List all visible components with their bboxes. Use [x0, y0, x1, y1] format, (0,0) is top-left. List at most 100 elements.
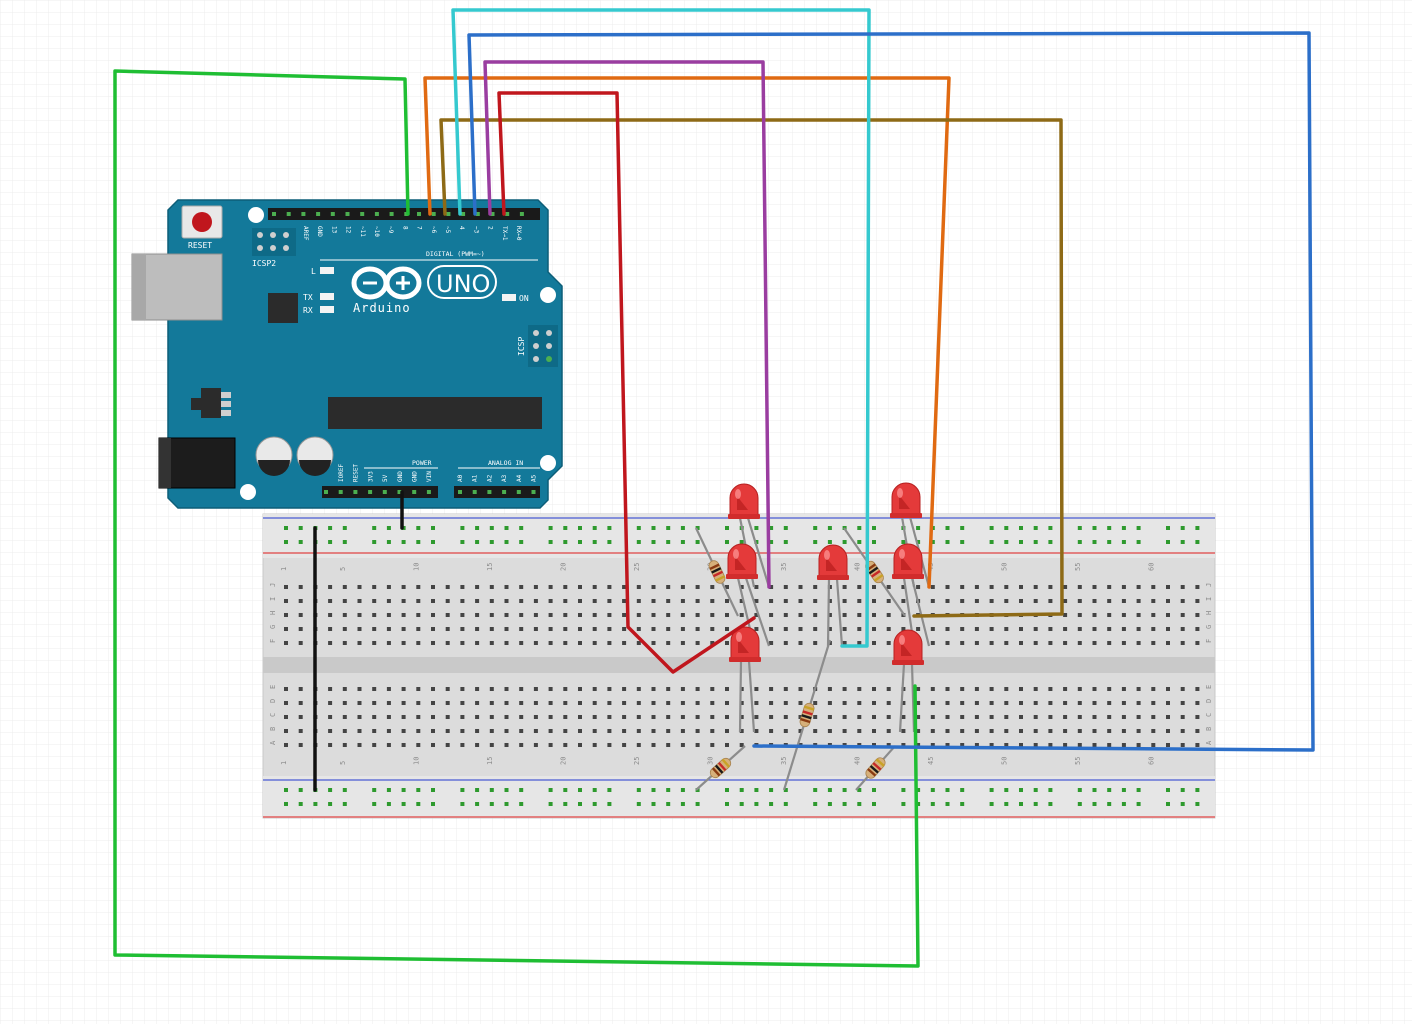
breadboard-hole	[769, 715, 774, 719]
breadboard-hole	[872, 743, 876, 747]
breadboard-hole	[431, 729, 435, 733]
breadboard-hole	[680, 715, 685, 719]
wire-purple[interactable]	[483, 60, 771, 589]
resistor[interactable]	[695, 745, 746, 791]
breadboard-hole	[622, 715, 627, 719]
header-pin[interactable]	[301, 212, 306, 216]
header-pin[interactable]	[461, 212, 466, 216]
wire-orange[interactable]	[423, 76, 951, 589]
breadboard-hole	[298, 715, 303, 719]
reset-button-cap[interactable]	[192, 212, 212, 232]
digital-label: DIGITAL (PWM=~)	[426, 250, 485, 258]
breadboard-hole	[945, 788, 950, 792]
wire-green[interactable]	[113, 69, 920, 968]
breadboard-hole	[725, 715, 729, 719]
header-pin[interactable]	[412, 490, 417, 494]
breadboard-hole	[401, 687, 406, 691]
wire-cyan[interactable]	[451, 8, 871, 648]
breadboard-hole	[813, 715, 818, 719]
breadboard-column-number: 20	[559, 563, 567, 571]
breadboard-hole	[386, 540, 391, 544]
header-pin[interactable]	[389, 212, 394, 216]
header-pin[interactable]	[316, 212, 321, 216]
breadboard-hole	[475, 599, 480, 603]
header-pin[interactable]	[353, 490, 358, 494]
breadboard-hole	[1180, 585, 1185, 589]
breadboard-hole	[651, 613, 656, 617]
header-pin[interactable]	[487, 490, 492, 494]
breadboard-column-number: 55	[1074, 563, 1082, 571]
breadboard-hole	[960, 715, 965, 719]
breadboard-hole	[901, 743, 906, 747]
breadboard-hole	[813, 788, 818, 792]
header-pin[interactable]	[368, 490, 373, 494]
header-pin[interactable]	[519, 212, 524, 216]
wire-red[interactable]	[497, 91, 756, 674]
icsp2-pin	[270, 245, 276, 251]
breadboard-hole	[475, 743, 480, 747]
header-pin[interactable]	[475, 212, 480, 216]
breadboard-hole	[386, 627, 391, 631]
header-pin[interactable]	[417, 212, 421, 216]
red-led[interactable]	[729, 626, 761, 733]
breadboard-hole	[342, 526, 347, 530]
breadboard-hole	[578, 599, 582, 603]
breadboard-hole	[1195, 715, 1200, 719]
header-pin[interactable]	[426, 490, 431, 494]
breadboard-hole	[827, 613, 832, 617]
red-led[interactable]	[892, 629, 924, 733]
header-pin[interactable]	[490, 212, 495, 216]
header-pin[interactable]	[431, 212, 436, 216]
header-pin[interactable]	[374, 212, 379, 216]
header-pin[interactable]	[286, 212, 291, 216]
header-pin[interactable]	[397, 490, 402, 494]
breadboard-hole	[533, 743, 538, 747]
red-led[interactable]	[817, 544, 849, 647]
resistor[interactable]	[695, 527, 739, 617]
wire-blue[interactable]	[467, 31, 1315, 752]
header-pin[interactable]	[472, 490, 477, 494]
breadboard-hole	[298, 627, 303, 631]
header-pin[interactable]	[531, 490, 536, 494]
header-pin[interactable]	[360, 212, 365, 216]
breadboard-hole	[989, 641, 994, 645]
header-pin[interactable]	[516, 490, 521, 494]
breadboard-hole	[974, 701, 979, 705]
wire-olive[interactable]	[439, 118, 1064, 618]
breadboard-hole	[857, 743, 862, 747]
breadboard-hole	[1033, 788, 1038, 792]
resistor[interactable]	[855, 745, 896, 791]
red-led[interactable]	[726, 543, 771, 647]
breadboard-hole	[1048, 641, 1053, 645]
header-pin[interactable]	[382, 490, 387, 494]
breadboard-hole	[563, 715, 568, 719]
header-pin[interactable]	[345, 212, 350, 216]
header-pin[interactable]	[330, 212, 335, 216]
header-pin[interactable]	[505, 212, 510, 216]
red-led[interactable]	[892, 543, 931, 647]
breadboard-hole	[916, 743, 921, 747]
header-pin[interactable]	[458, 490, 462, 494]
breadboard-hole	[519, 701, 524, 705]
breadboard-hole	[284, 613, 288, 617]
breadboard-hole	[372, 701, 377, 705]
breadboard-hole	[666, 802, 671, 806]
breadboard-hole	[872, 613, 876, 617]
header-pin[interactable]	[338, 490, 343, 494]
header-pin[interactable]	[272, 212, 276, 216]
breadboard-hole	[1033, 715, 1038, 719]
breadboard-hole	[989, 802, 994, 806]
breadboard-hole	[548, 802, 553, 806]
led-tx	[320, 293, 334, 300]
resistor[interactable]	[782, 639, 832, 791]
header-pin[interactable]	[324, 490, 328, 494]
header-pin[interactable]	[502, 490, 507, 494]
breadboard-hole	[872, 729, 876, 733]
breadboard-row-letter: E	[1205, 685, 1213, 689]
breadboard-hole	[533, 715, 538, 719]
header-pin[interactable]	[446, 212, 451, 216]
usb-connector	[131, 253, 223, 321]
resistor[interactable]	[843, 527, 906, 617]
breadboard-labels: 1155101015152020252530303535404045455050…	[269, 563, 1213, 765]
breadboard-hole	[901, 585, 906, 589]
